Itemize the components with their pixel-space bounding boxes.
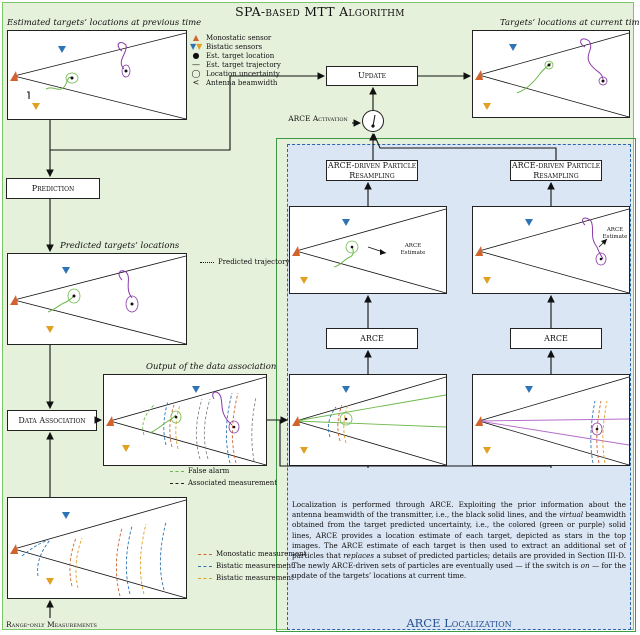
legend-item-bistatic: ▼▼Bistatic sensors [190,42,263,51]
dashed-line-icon [170,470,184,472]
panel-predicted [7,253,187,345]
arce-estimate-label-2: ARCE Estimate [602,227,628,240]
arce-block-1: ARCE [326,328,418,349]
dashed-line-icon [198,553,212,555]
legend-bistatic-measurement-yellow: Bistatic measurement [198,574,307,582]
bistatic-sensor-icon: ▼▼ [190,42,203,51]
panel-current [472,30,630,118]
panel-arce-beam-1 [289,374,447,466]
legend-monostatic-measurement: Monostatic measurement [198,550,307,558]
legend-item-beamwidth: <Antenna beamwidth [190,78,281,87]
update-block: Update [326,66,418,86]
caption-association: Output of the data association [146,362,277,372]
arce-block-2: ARCE [510,328,602,349]
input-label: Range-only Measurements [6,620,97,629]
arce-description: Localization is performed through ARCE. … [292,500,627,581]
panel-previous [7,30,187,120]
dashed-line-icon [198,577,212,579]
legend-item-uncertainty: ◯Location uncertainty [191,69,280,78]
legend-item-location: ●Est. target location [190,51,281,60]
dash-dot-line-icon [170,482,184,484]
legend-predicted: Predicted trajectory [200,258,289,266]
arce-region-border [276,138,636,632]
ellipse-icon: ◯ [191,69,201,78]
legend-main: ▲Monostatic sensor ▼▼Bistatic sensors ●E… [190,33,281,87]
panel-association [103,374,267,466]
prediction-block: Prediction [6,178,100,199]
arce-estimate-label-1: ARCE Estimate [400,243,426,256]
monostatic-sensor-icon: ▲ [192,33,200,42]
legend-bistatic-measurement-blue: Bistatic measurement [198,562,307,570]
resampling-block-1: ARCE-driven Particle Resampling [326,160,418,181]
diagram-title: SPA-based MTT Algorithm [235,4,405,19]
arce-switch[interactable] [362,110,384,132]
legend-association: False alarm Associated measurement [170,467,277,487]
dot-icon: ● [192,51,200,60]
panel-arce-estimate-2: ARCE Estimate [472,206,630,294]
resampling-block-2: ARCE-driven Particle Resampling [510,160,602,181]
line-icon: — [192,60,200,69]
caption-predicted: Predicted targets’ locations [60,241,180,251]
dashed-line-icon [198,565,212,567]
angle-icon: < [192,78,200,87]
caption-current: Targets’ locations at current time [500,18,640,28]
legend-item-trajectory: —Est. target trajectory [192,60,281,69]
legend-item-monostatic: ▲Monostatic sensor [190,33,281,42]
panel-arce-estimate-1: ARCE Estimate [289,206,447,294]
caption-previous: Estimated targets’ locations at previous… [7,18,202,28]
legend-associated: Associated measurement [170,479,277,487]
switch-label: ARCE Activation [288,114,348,123]
legend-measurements: Monostatic measurement Bistatic measurem… [198,550,307,582]
dotted-line-icon [200,261,214,263]
arce-region-title: ARCE Localization [406,616,512,630]
legend-false-alarm: False alarm [170,467,277,475]
panel-measurements [7,497,187,599]
